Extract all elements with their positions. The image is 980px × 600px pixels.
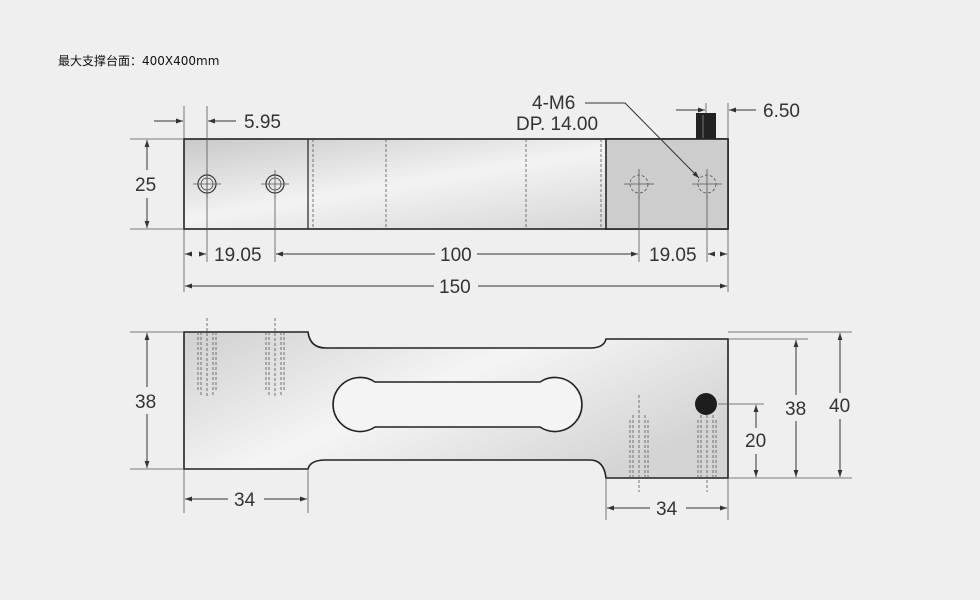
dim-edge-right: 19.05	[649, 245, 697, 266]
dim-hole-spacing: 100	[440, 245, 472, 266]
dim-edge-left: 19.05	[214, 245, 262, 266]
dim-right-height: 38	[785, 399, 806, 420]
threaded-hole	[692, 169, 722, 199]
side-view: 38 34 34 20 38 40	[130, 318, 852, 520]
dim-height: 25	[135, 175, 156, 196]
threaded-hole	[624, 169, 654, 199]
dim-total-length: 150	[439, 277, 471, 298]
dim-left-height: 38	[135, 392, 156, 413]
thread-depth: DP. 14.00	[516, 114, 598, 135]
mounting-hole	[261, 170, 289, 198]
dim-right-block: 34	[656, 499, 678, 520]
top-view: 5.95 6.50 4-M6 DP. 14.00 25 19.05 100 19…	[130, 93, 800, 298]
dim-cable-offset: 6.50	[763, 101, 800, 122]
thread-callout: 4-M6	[532, 93, 575, 114]
cable	[696, 113, 716, 139]
dim-left-block: 34	[234, 490, 256, 511]
platform-size-note: 最大支撑台面：400X400mm	[58, 54, 220, 68]
dim-total-height: 40	[829, 396, 850, 417]
dim-cable-height: 20	[745, 431, 766, 452]
dim-hole-offset: 5.95	[244, 112, 281, 133]
flexure-cutout	[332, 376, 583, 433]
left-hidden-threads	[197, 318, 285, 398]
cable-exit	[695, 393, 717, 415]
